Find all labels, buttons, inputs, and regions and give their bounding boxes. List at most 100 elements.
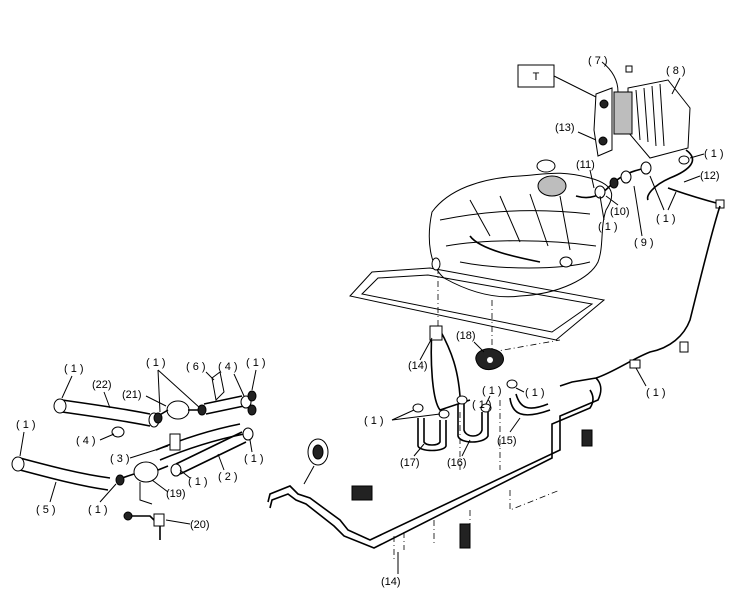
- hose-16-outer: [457, 404, 489, 443]
- leader-1-r: [19, 431, 25, 457]
- leader-grommet: [303, 465, 315, 485]
- clamp-15: [506, 379, 518, 389]
- callout-1-n: ( 1 ): [246, 357, 266, 369]
- middle-hoses: ( 1 ) (15) ( 1 ) ( 1 ) (16) ( 1 ) (17): [364, 379, 551, 469]
- left-hose-group: ( 1 ) (22) (21) ( 1 ) ( 6 ) ( 4 ) ( 1 ) …: [11, 357, 266, 540]
- callout-4-a: ( 4 ): [218, 361, 238, 373]
- clamp-17a: [412, 403, 424, 413]
- callout-16: (16): [447, 457, 467, 469]
- callout-1-q: ( 1 ): [88, 504, 108, 516]
- fuel-pipe-1: [267, 377, 602, 541]
- part-18: (18): [456, 330, 504, 371]
- leader-9: [633, 185, 643, 237]
- callout-1-e: ( 1 ): [646, 387, 666, 399]
- pipe-clip-1: [581, 429, 593, 447]
- boxed-label-t: T: [533, 71, 540, 83]
- pipe-clip-3: [351, 485, 373, 501]
- callout-4-b: ( 4 ): [76, 435, 96, 447]
- tank-shell: [428, 172, 612, 298]
- callout-22: (22): [92, 379, 112, 391]
- canister-strap: [601, 61, 619, 93]
- leader-1-n: [251, 369, 257, 391]
- bracket-bolt: [599, 99, 609, 109]
- valve-19-ports: [121, 465, 169, 479]
- valve-19: [133, 461, 159, 483]
- fuel-pipe-assembly: (14) (14): [267, 257, 602, 588]
- callout-12: (12): [700, 170, 720, 182]
- leader-18: [473, 341, 485, 353]
- leader-10: [605, 195, 619, 206]
- hose-4-small: [111, 426, 125, 438]
- leader-13: [577, 131, 597, 141]
- callout-18: (18): [456, 330, 476, 342]
- leader-1-a: [689, 153, 705, 159]
- callout-14-b: (14): [381, 576, 401, 588]
- hose-16-inner: [463, 404, 483, 437]
- hose-17-inner: [423, 418, 441, 446]
- hose-2-top: [175, 431, 243, 465]
- leader-22: [103, 391, 111, 409]
- callout-1-g: ( 1 ): [482, 385, 502, 397]
- callout-1-k: ( 1 ): [64, 363, 84, 375]
- canister-assembly: T ( 7 ) ( 8 ) (13) ( 1 ) (12): [517, 55, 725, 209]
- fuel-pump-cover: [537, 175, 567, 197]
- callout-20: (20): [190, 519, 210, 531]
- hose-15-outer: [509, 397, 551, 416]
- grommet-hole: [312, 444, 324, 460]
- leader-21: [145, 395, 167, 407]
- callout-1-i: ( 1 ): [364, 415, 384, 427]
- leader-1-g: [485, 395, 491, 405]
- vent-line: ( 1 ): [559, 205, 721, 399]
- leader-15: [509, 417, 521, 433]
- clamp-2a: [242, 427, 254, 441]
- vent-clip-1: [679, 341, 689, 353]
- hose-clamp: [678, 155, 690, 165]
- callout-1-h: ( 1 ): [472, 399, 492, 411]
- callout-1-p: ( 1 ): [188, 476, 208, 488]
- pipe-clip-2: [459, 523, 471, 549]
- vent-line-upper: [667, 187, 721, 205]
- callout-5: ( 5 ): [36, 504, 56, 516]
- leader-14-a: [419, 337, 433, 361]
- connector-3: [169, 433, 181, 451]
- hose-15-inner: [515, 393, 549, 409]
- bolt-20: [123, 511, 133, 521]
- callout-17: (17): [400, 457, 420, 469]
- callout-9: ( 9 ): [634, 237, 654, 249]
- callout-11: (11): [576, 159, 595, 171]
- callout-1-b: ( 1 ): [598, 221, 618, 233]
- tank-straps: [469, 193, 571, 251]
- hose-22-top: [61, 399, 151, 415]
- canister-clip: [625, 65, 633, 73]
- callout-1-r: ( 1 ): [16, 419, 36, 431]
- leader-2: [217, 453, 225, 471]
- drain-plug: [559, 256, 573, 268]
- filler-joint: [620, 170, 632, 184]
- hose-5-top: [19, 457, 111, 479]
- leader-1-e: [635, 367, 647, 387]
- clamp-22a: [53, 398, 67, 414]
- canister-end-cap: [613, 91, 633, 135]
- callout-14-a: (14): [408, 360, 428, 372]
- canister-ribs: [635, 83, 665, 147]
- callout-1-l: ( 1 ): [146, 357, 166, 369]
- canister-hose: [646, 149, 694, 201]
- bracket-20-clip: [153, 513, 165, 527]
- centerline-2: [491, 300, 561, 353]
- leader-1-m: [157, 369, 201, 409]
- leader-1-f: [515, 387, 525, 393]
- callout-21: (21): [122, 389, 142, 401]
- centerlines-bottom: [393, 489, 561, 560]
- leader-1-i: [391, 409, 415, 421]
- bracket-nut: [598, 136, 608, 146]
- tank-rib-1: [439, 210, 591, 221]
- leader-17: [413, 443, 425, 457]
- callout-15: (15): [497, 435, 517, 447]
- tank-rib-2: [445, 240, 597, 247]
- callout-2: ( 2 ): [218, 471, 238, 483]
- canister-bracket: [593, 87, 613, 157]
- clamp-5: [11, 456, 25, 472]
- callout-6: ( 6 ): [186, 361, 206, 373]
